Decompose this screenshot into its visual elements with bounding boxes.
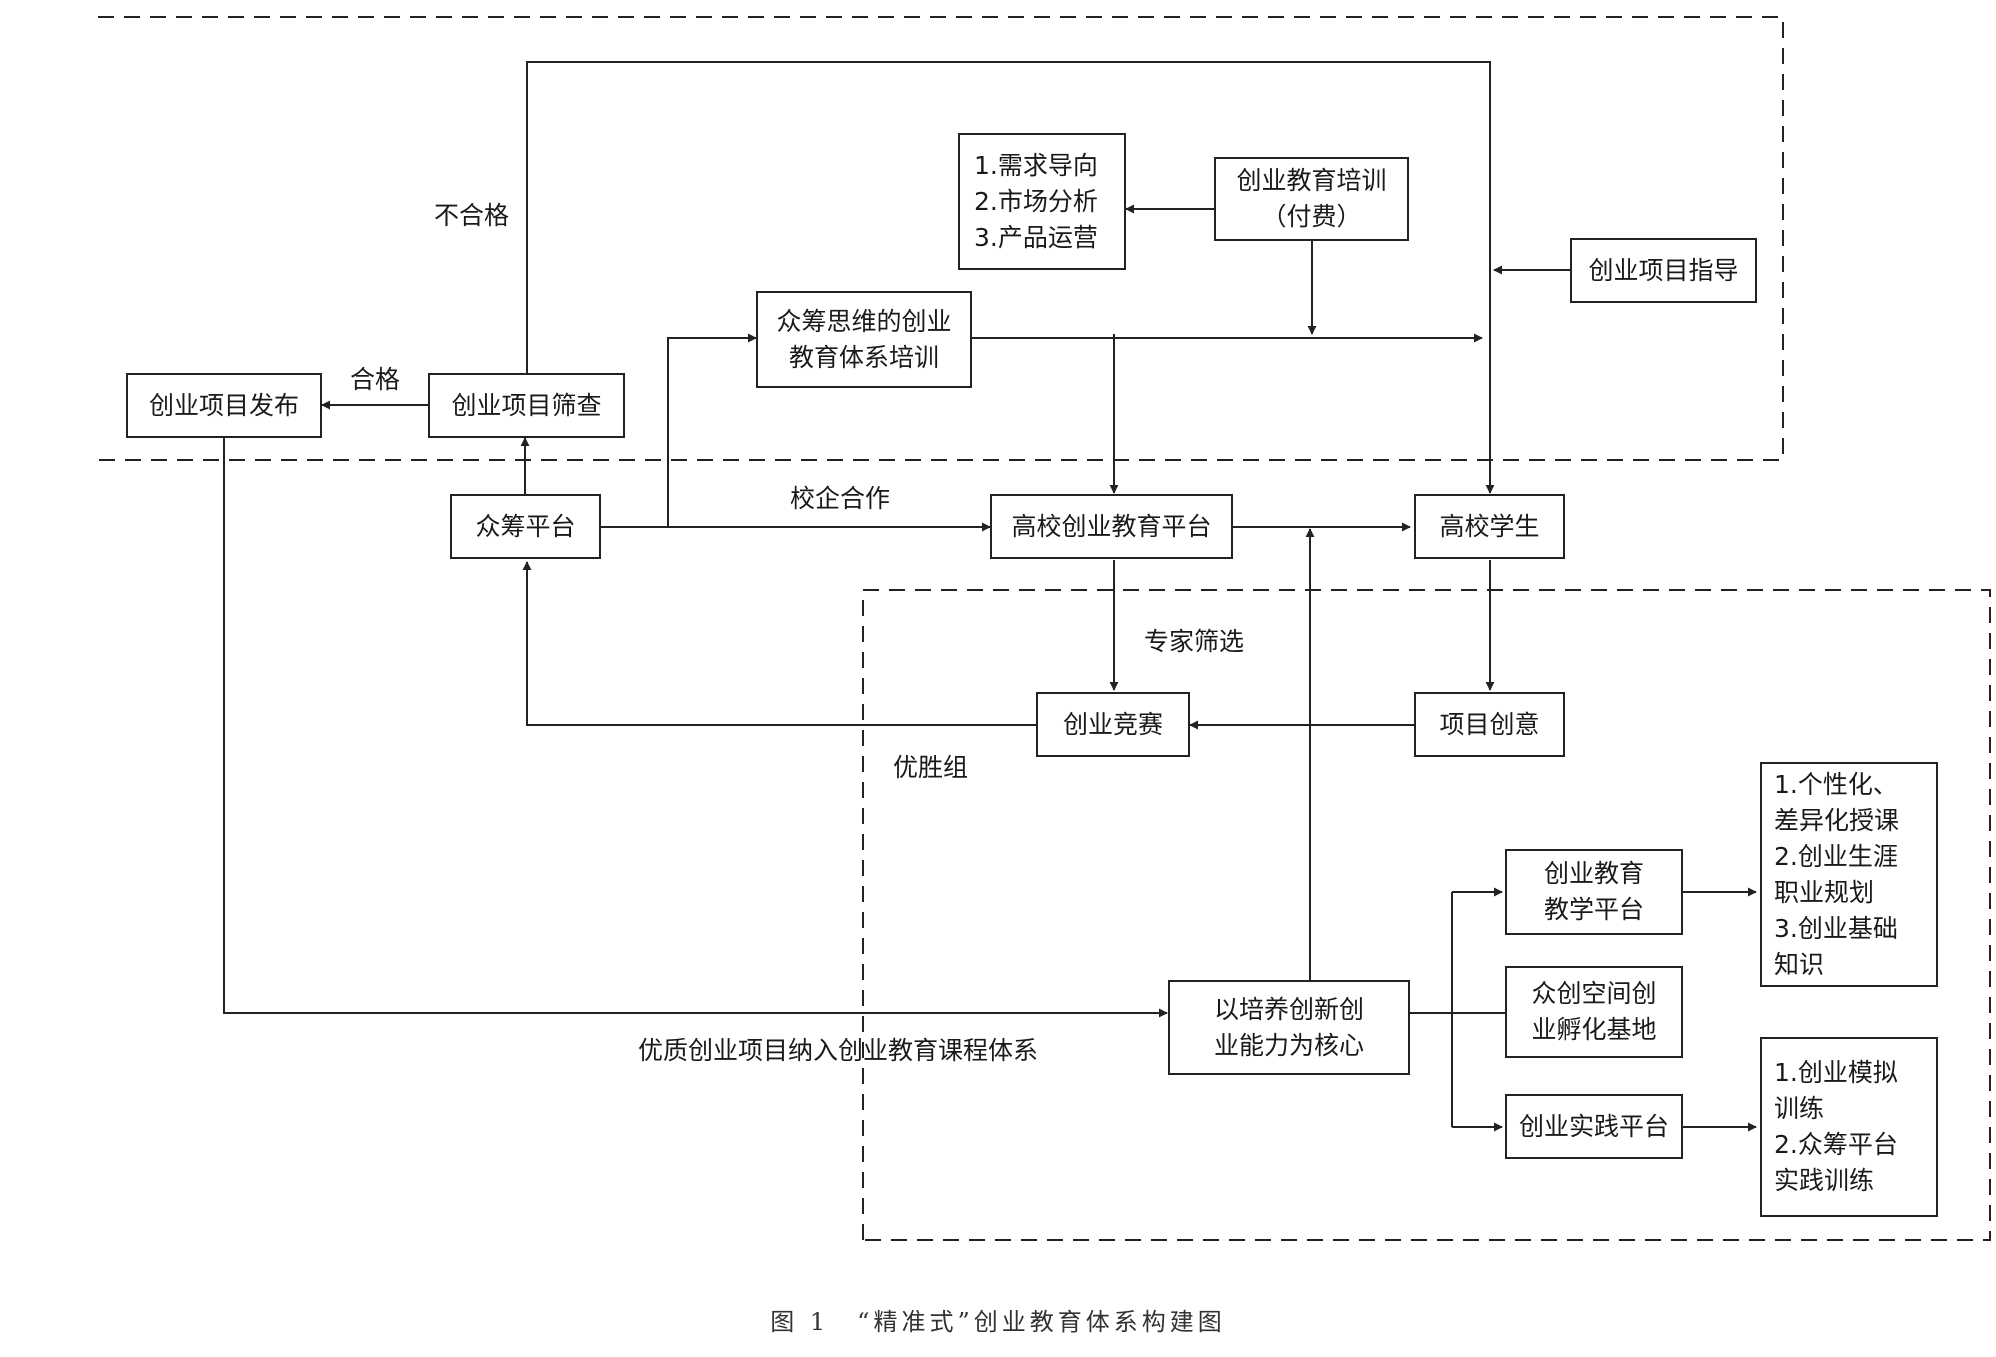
label-zhuanjia-shaixuan: 专家筛选 — [1144, 627, 1245, 656]
label-xiaoqi-hezuo: 校企合作 — [790, 484, 891, 513]
node-xuqiu-list: 1.需求导向 2.市场分析 3.产品运营 — [958, 133, 1126, 270]
edge-shaicha-loop-to-students — [526, 61, 1495, 494]
edge-branch-to-siwei — [667, 333, 757, 527]
figure-caption: 图 1 “精准式”创业教育体系构建图 — [770, 1308, 1226, 1336]
node-chuangye-jingsai: 创业竞赛 — [1036, 692, 1190, 757]
node-zhongchou-pingtai: 众筹平台 — [450, 494, 601, 559]
node-chuangye-xiangmu-zhidao: 创业项目指导 — [1570, 238, 1757, 303]
node-gaoxiao-chuangye-pingtai: 高校创业教育平台 — [990, 494, 1233, 559]
node-hexin-nengli: 以培养创新创 业能力为核心 — [1168, 980, 1410, 1075]
top-dashed-region — [98, 16, 1784, 461]
node-zhongchuang-kongjian: 众创空间创 业孵化基地 — [1505, 966, 1683, 1058]
label-youzhi-xiangmu: 优质创业项目纳入创业教育课程体系 — [638, 1036, 1039, 1065]
node-shijian-pingtai: 创业实践平台 — [1505, 1094, 1683, 1159]
node-gaoxiao-xuesheng: 高校学生 — [1414, 494, 1565, 559]
label-yousheng-zu: 优胜组 — [893, 753, 969, 782]
label-hege: 合格 — [350, 365, 401, 394]
node-gexinghua-list: 1.个性化、 差异化授课 2.创业生涯 职业规划 3.创业基础 知识 — [1760, 762, 1938, 987]
node-xiangmu-chuangyi: 项目创意 — [1414, 692, 1565, 757]
node-chuangye-xiangmu-shaicha: 创业项目筛查 — [428, 373, 625, 438]
edge-jingsai-to-pingtai — [522, 561, 1036, 726]
node-moni-list: 1.创业模拟 训练 2.众筹平台 实践训练 — [1760, 1037, 1938, 1217]
node-jiaoxue-pingtai: 创业教育 教学平台 — [1505, 849, 1683, 935]
bottom-dashed-region — [862, 589, 1991, 1241]
node-zhongchou-siwei-peixun: 众筹思维的创业 教育体系培训 — [756, 291, 972, 388]
node-chuangye-jiaoyu-peixun: 创业教育培训 （付费） — [1214, 157, 1409, 241]
edge-fabu-to-hexin — [223, 438, 1168, 1018]
label-buhege: 不合格 — [434, 201, 510, 230]
node-chuangye-xiangmu-fabu: 创业项目发布 — [126, 373, 322, 438]
